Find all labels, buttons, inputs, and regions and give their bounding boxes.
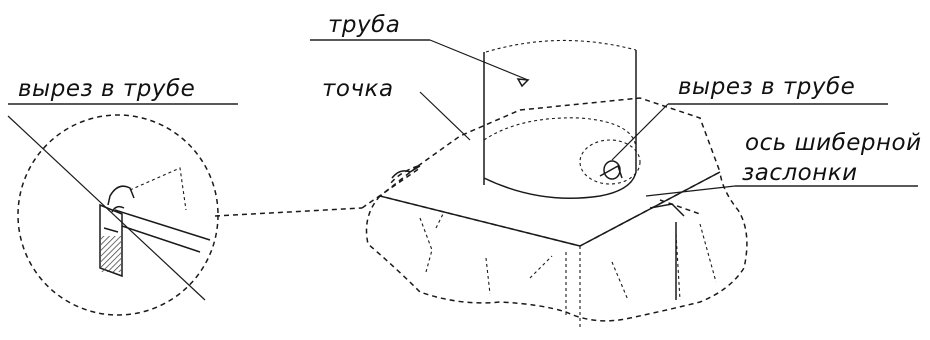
detail-circle — [7, 114, 219, 316]
label-pipe: труба — [328, 12, 400, 38]
leader-lines — [361, 39, 736, 215]
detail-connector — [214, 207, 363, 217]
label-damper-axis-line1: ось шиберной — [745, 130, 922, 156]
label-cutout-right: вырез в трубе — [678, 74, 855, 100]
label-point: точка — [322, 76, 394, 102]
pipe-body — [483, 39, 641, 199]
tray-body — [365, 97, 748, 328]
label-cutout-left: вырез в трубе — [18, 76, 195, 102]
label-damper-axis-line2: заслонки — [742, 160, 858, 186]
